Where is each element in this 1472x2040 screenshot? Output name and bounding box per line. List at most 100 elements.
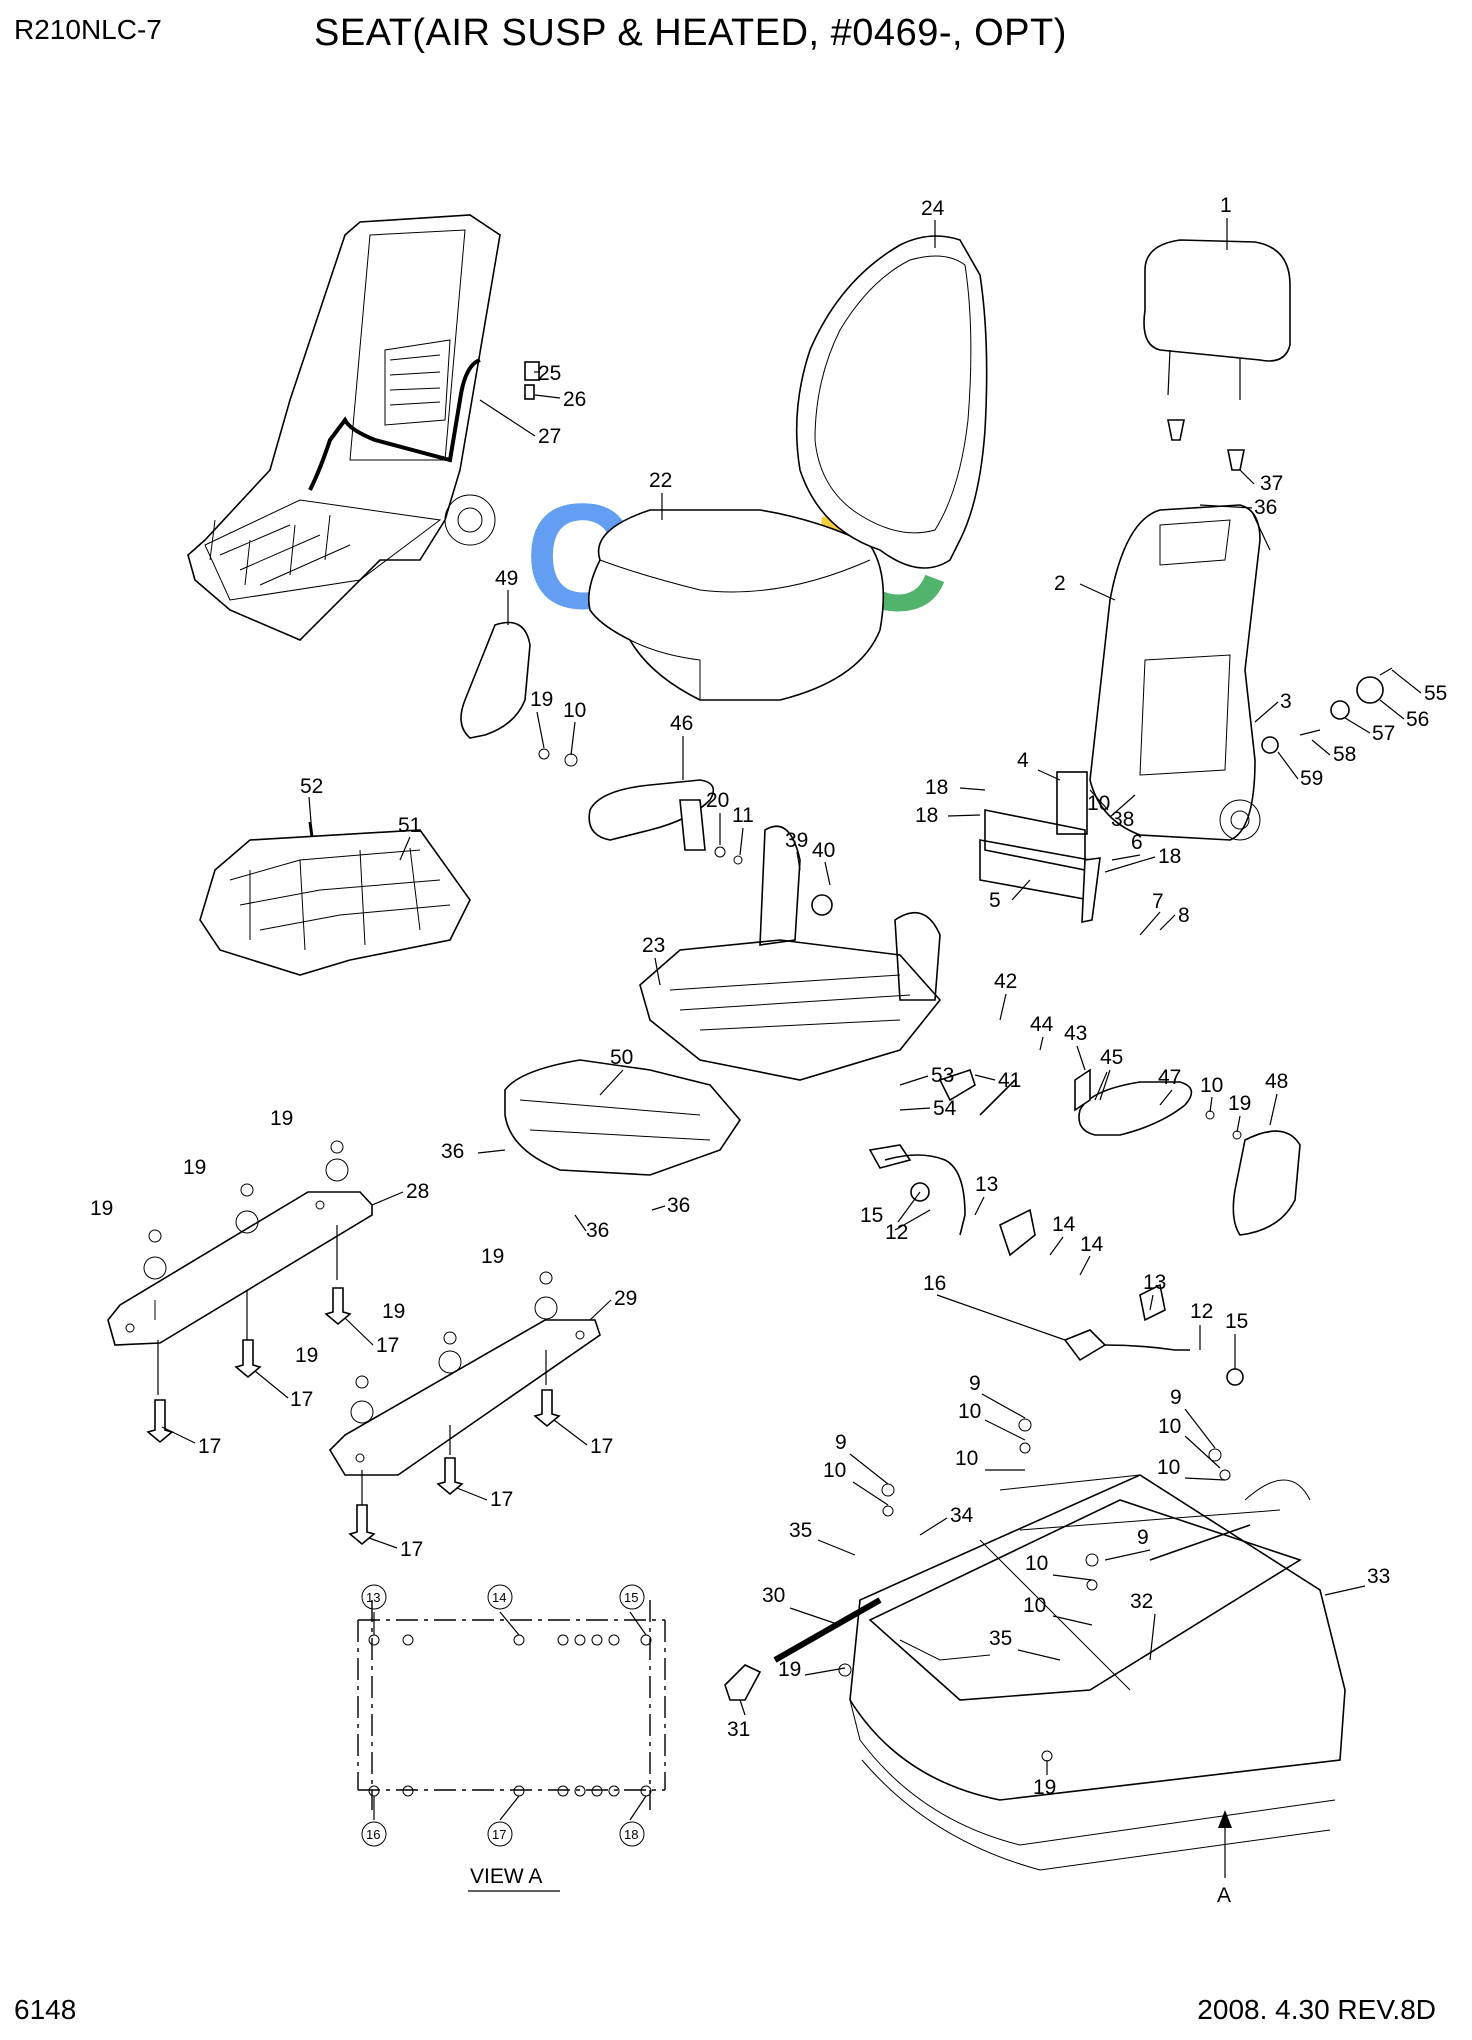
seat-belt-assembly — [868, 1144, 1244, 1386]
callout: 18 — [1158, 845, 1181, 868]
air-suspension-base — [849, 1474, 1346, 1871]
page-number: 6148 — [14, 1994, 77, 2025]
headrest — [1143, 239, 1291, 471]
callout: 16 — [366, 1827, 380, 1842]
callout: 10 — [1200, 1074, 1223, 1097]
callout: 28 — [406, 1180, 429, 1203]
callout: 59 — [1300, 767, 1323, 790]
callout: 45 — [1100, 1046, 1123, 1069]
callout: 43 — [1064, 1022, 1087, 1045]
callout: 18 — [915, 804, 938, 827]
callout: 58 — [1333, 743, 1356, 766]
callout: 26 — [563, 388, 586, 411]
callout: 13 — [1143, 1271, 1166, 1294]
callout: 14 — [492, 1590, 506, 1605]
view-a-layout: 13 14 15 16 17 18 VIEW A — [357, 1584, 666, 1892]
callout: 10 — [1157, 1456, 1180, 1479]
callout: 17 — [198, 1435, 221, 1458]
bolts — [146, 1287, 561, 1546]
callout: 27 — [538, 425, 561, 448]
callout: 35 — [989, 1627, 1012, 1650]
callout: 52 — [300, 775, 323, 798]
seat-frame-assembly — [187, 214, 540, 641]
callout: 19 — [295, 1344, 318, 1367]
callout: 17 — [290, 1388, 313, 1411]
callout: 22 — [649, 469, 672, 492]
callout: 48 — [1265, 1070, 1288, 1093]
callout: 5 — [989, 889, 1001, 912]
arrow-label: A — [1217, 1884, 1231, 1907]
callout: 33 — [1367, 1565, 1390, 1588]
callout: 3 — [1280, 690, 1292, 713]
callout: 40 — [812, 839, 835, 862]
callout: 25 — [538, 362, 561, 385]
callout: 44 — [1030, 1013, 1054, 1036]
callout: 15 — [624, 1590, 638, 1605]
callout: 31 — [727, 1718, 750, 1741]
lumbar-parts — [979, 771, 1101, 923]
view-label: VIEW A — [470, 1865, 542, 1888]
callout: 15 — [860, 1204, 883, 1227]
callout: 10 — [1023, 1594, 1046, 1617]
handle-rod — [724, 1597, 882, 1701]
callout: 13 — [366, 1590, 380, 1605]
callout: 10 — [1158, 1415, 1181, 1438]
callout: 34 — [950, 1504, 974, 1527]
callout: 10 — [955, 1447, 978, 1470]
callout: 1 — [1220, 194, 1232, 217]
callout: 36 — [667, 1194, 690, 1217]
callout: 23 — [642, 934, 665, 957]
mounting-rail-29 — [328, 1319, 601, 1505]
seat-base-frame — [639, 825, 942, 1081]
callout: 14 — [1080, 1233, 1104, 1256]
callout: 56 — [1406, 708, 1429, 731]
callout: 19 — [778, 1658, 801, 1681]
callout: 18 — [624, 1827, 638, 1842]
callout: 2 — [1054, 572, 1066, 595]
callout: 19 — [1033, 1776, 1056, 1799]
callout: 8 — [1178, 904, 1190, 927]
hardware — [143, 748, 1242, 1762]
callout: 19 — [481, 1245, 504, 1268]
adjust-knob-parts — [1261, 667, 1393, 754]
callout: 57 — [1372, 722, 1395, 745]
callout: 51 — [398, 814, 421, 837]
callout: 19 — [183, 1156, 206, 1179]
callout: 9 — [969, 1372, 981, 1395]
callout: 53 — [931, 1064, 954, 1087]
callout: 17 — [490, 1488, 513, 1511]
callout: 13 — [975, 1173, 998, 1196]
callout: 10 — [1087, 792, 1110, 815]
callout: 36 — [586, 1219, 609, 1242]
callout: 6 — [1131, 831, 1143, 854]
callout: 10 — [563, 699, 586, 722]
backrest-frame — [1089, 504, 1261, 841]
callout: 18 — [925, 776, 948, 799]
callout: 17 — [590, 1435, 613, 1458]
callout: 49 — [495, 567, 518, 590]
callout: 24 — [921, 197, 945, 220]
leader-lines — [161, 218, 1422, 1775]
callout: 9 — [1170, 1386, 1182, 1409]
callout: 32 — [1130, 1590, 1153, 1613]
callout: 19 — [530, 688, 553, 711]
callout: 29 — [614, 1287, 637, 1310]
callout: 50 — [610, 1046, 633, 1069]
callout: 4 — [1017, 749, 1029, 772]
callout: 10 — [823, 1459, 846, 1482]
seat-pan — [199, 821, 471, 976]
armrest-left — [588, 779, 715, 851]
callout: 14 — [1052, 1213, 1076, 1236]
callout: 20 — [706, 789, 729, 812]
callout: 37 — [1260, 472, 1283, 495]
callout: 42 — [994, 970, 1017, 993]
callout: 36 — [1254, 496, 1277, 519]
callout: 47 — [1158, 1066, 1181, 1089]
callout: 15 — [1225, 1310, 1248, 1333]
callout: 38 — [1111, 808, 1134, 831]
callout: 35 — [789, 1519, 812, 1542]
lever-parts — [938, 1068, 1091, 1116]
callout: 10 — [958, 1400, 981, 1423]
callout: 12 — [1190, 1300, 1213, 1323]
